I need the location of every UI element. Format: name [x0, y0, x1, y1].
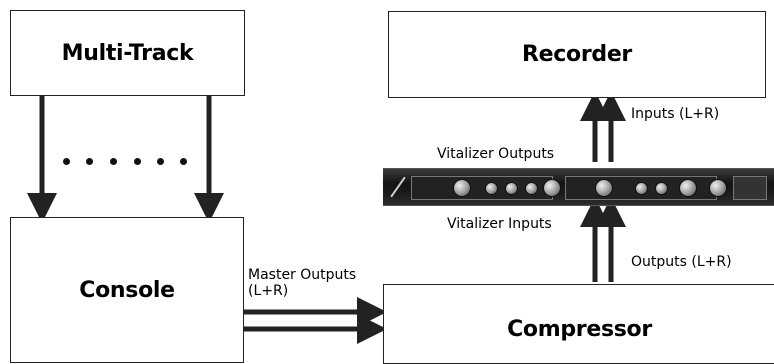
vitalizer-outputs-label: Vitalizer Outputs — [437, 146, 555, 162]
vitalizer-inputs-label: Vitalizer Inputs — [447, 216, 552, 232]
ellipsis-dot — [63, 158, 70, 165]
knob-icon — [635, 182, 648, 195]
knob-icon — [505, 182, 518, 195]
recorder-label: Recorder — [522, 42, 632, 67]
ellipsis-dot — [180, 158, 187, 165]
ellipsis-dot — [157, 158, 164, 165]
vitalizer-device — [383, 168, 774, 206]
knob-icon — [679, 179, 697, 197]
console-box: Console — [10, 217, 244, 363]
ellipsis-dot — [110, 158, 117, 165]
master-outputs-text: Master Outputs — [248, 267, 357, 283]
knob-icon — [595, 179, 613, 197]
recorder-box: Recorder — [388, 11, 766, 98]
master-outputs-lr-text: (L+R) — [248, 283, 289, 299]
multitrack-box: Multi-Track — [10, 10, 245, 96]
knob-icon — [655, 182, 668, 195]
knob-icon — [543, 179, 561, 197]
master-outputs-label: Master Outputs (L+R) — [248, 267, 356, 299]
console-label: Console — [79, 277, 175, 303]
knob-icon — [709, 179, 727, 197]
recorder-inputs-label: Inputs (L+R) — [631, 106, 720, 122]
device-logo-mark — [390, 176, 406, 198]
knob-icon — [525, 182, 538, 195]
multitrack-label: Multi-Track — [61, 40, 194, 66]
compressor-outputs-label: Outputs (L+R) — [631, 254, 732, 270]
ellipsis-dot — [134, 158, 141, 165]
compressor-box: Compressor — [383, 284, 774, 364]
device-panel-end — [733, 176, 767, 200]
ellipsis-dot — [86, 158, 93, 165]
knob-icon — [453, 179, 471, 197]
compressor-label: Compressor — [507, 316, 652, 342]
knob-icon — [485, 182, 498, 195]
